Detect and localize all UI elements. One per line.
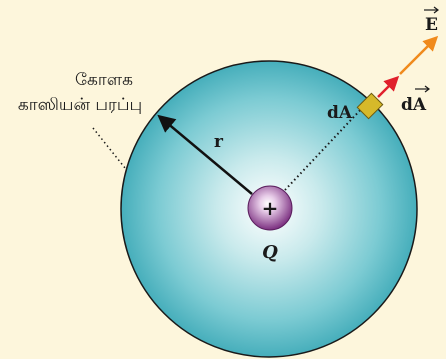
charge-sign: + <box>262 196 279 220</box>
charge-label: Q <box>262 242 278 263</box>
area-vector-label: dA <box>401 95 427 115</box>
area-element-label: dA <box>327 103 353 123</box>
field-vector-overarrow <box>424 6 439 14</box>
surface-label-line1: கோளக <box>75 70 133 90</box>
area-element-patch <box>356 92 384 120</box>
area-vector-overarrow <box>415 85 430 93</box>
charge-to-area-dotted-line <box>284 104 366 191</box>
point-charge <box>247 185 293 231</box>
field-vector-arrow <box>399 35 439 75</box>
area-vector-arrow <box>377 75 400 98</box>
surface-label-line2: காஸியன் பரப்பு <box>18 95 142 115</box>
radius-label: r <box>214 132 224 152</box>
surface-label-pointer <box>92 127 126 169</box>
radius-arrow <box>157 114 253 195</box>
field-vector-label: E <box>425 15 438 35</box>
